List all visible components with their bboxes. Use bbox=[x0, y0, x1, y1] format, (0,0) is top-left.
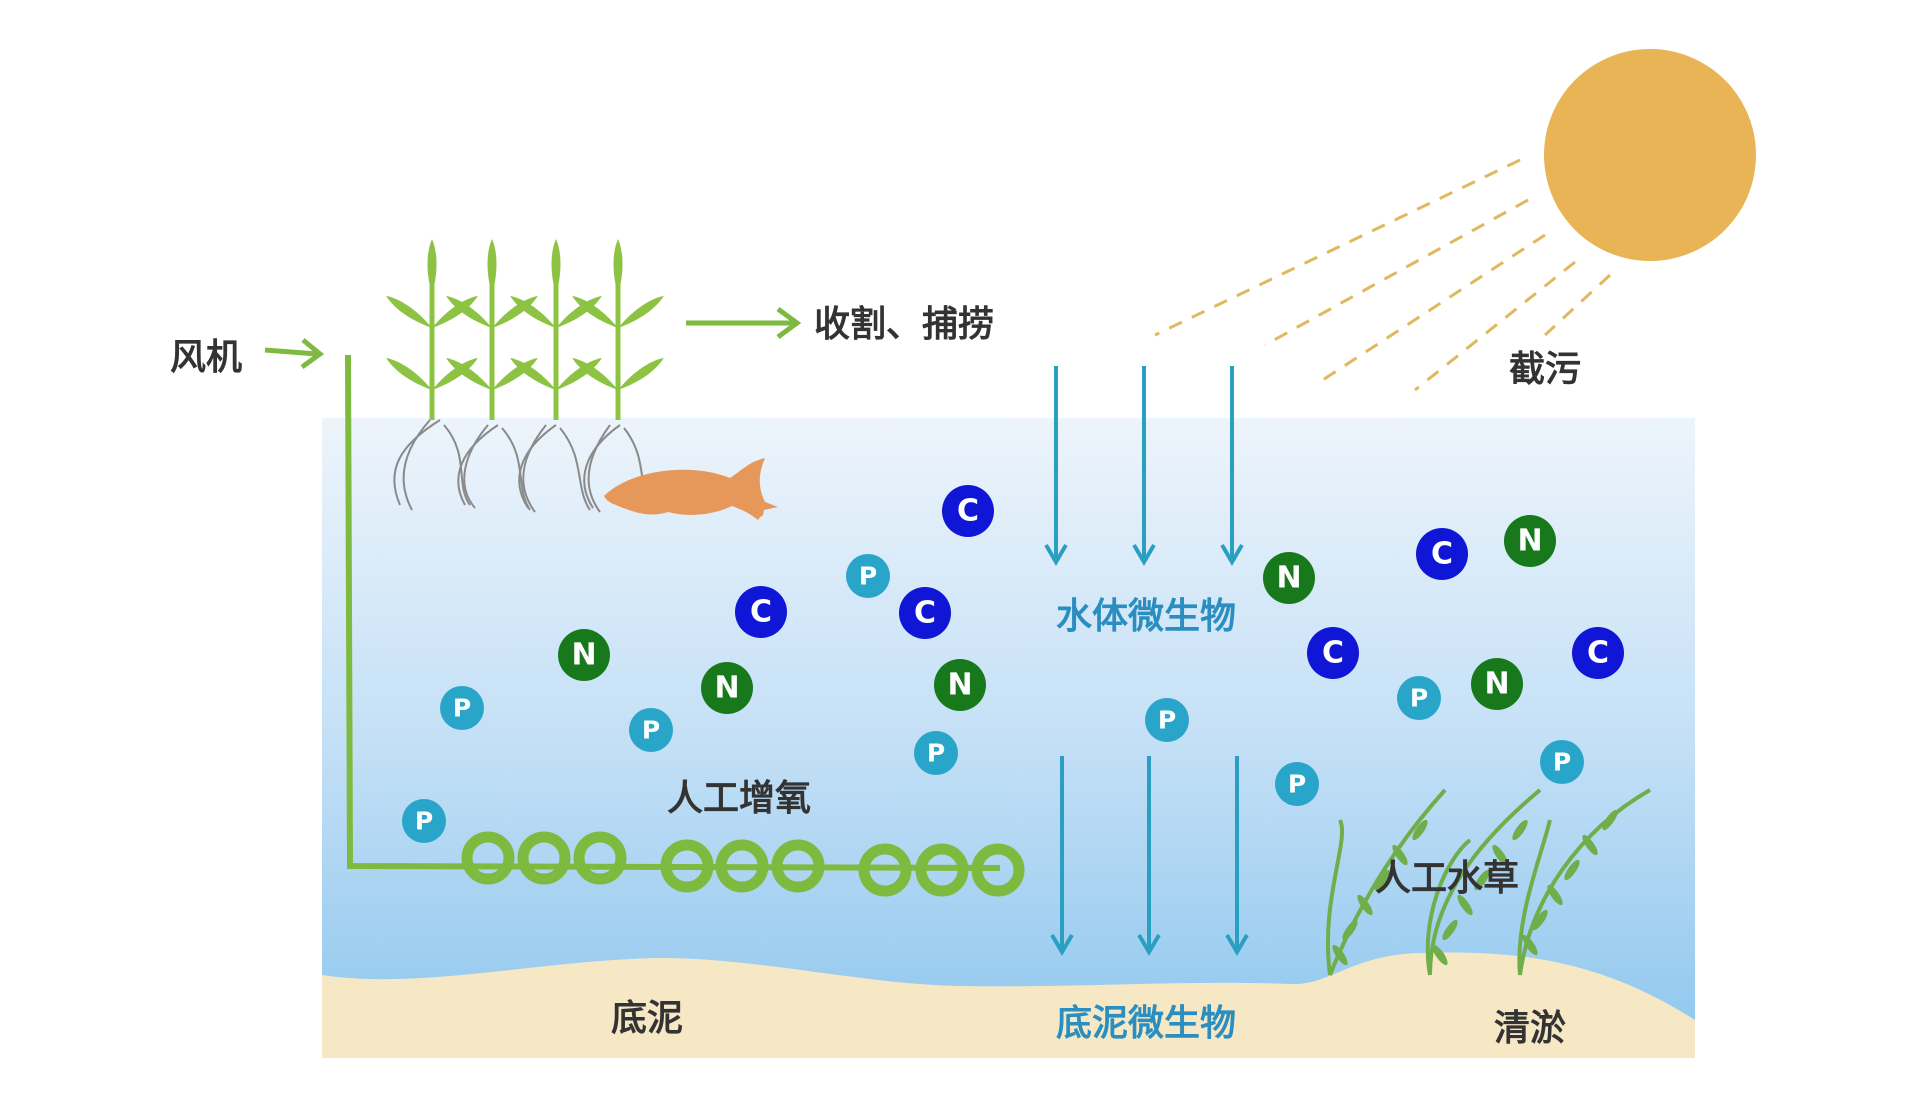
artificial-grass-label: 人工水草 bbox=[1375, 858, 1519, 899]
particle-nitrogen: N bbox=[934, 659, 986, 711]
particle-phosphorus: P bbox=[629, 708, 673, 752]
harvest-arrow bbox=[686, 306, 802, 340]
particle-nitrogen: N bbox=[1504, 515, 1556, 567]
particle-carbon: C bbox=[1416, 528, 1468, 580]
interception-label: 截污 bbox=[1509, 349, 1581, 390]
water-microbes-label: 水体微生物 bbox=[1056, 596, 1236, 637]
svg-text:P: P bbox=[859, 562, 877, 591]
plant-icon bbox=[383, 239, 667, 420]
svg-text:P: P bbox=[453, 694, 471, 723]
particle-phosphorus: P bbox=[1397, 676, 1441, 720]
particle-phosphorus: P bbox=[846, 554, 890, 598]
interception-arrows-bottom bbox=[1050, 756, 1249, 956]
sun-icon bbox=[1544, 49, 1756, 261]
svg-text:P: P bbox=[415, 807, 433, 836]
particle-phosphorus: P bbox=[1275, 762, 1319, 806]
sediment-layer bbox=[322, 952, 1695, 1058]
svg-text:N: N bbox=[947, 668, 972, 703]
svg-text:C: C bbox=[1322, 636, 1344, 671]
sediment-microbes-label: 底泥微生物 bbox=[1056, 1003, 1236, 1044]
aeration-diffuser-icon bbox=[461, 831, 1025, 897]
svg-text:N: N bbox=[714, 671, 739, 706]
air-pipe bbox=[345, 354, 1001, 871]
svg-text:P: P bbox=[1288, 770, 1306, 799]
particle-phosphorus: P bbox=[914, 731, 958, 775]
svg-text:C: C bbox=[750, 595, 772, 630]
svg-text:N: N bbox=[571, 638, 596, 673]
sun-rays bbox=[1154, 158, 1612, 392]
svg-text:N: N bbox=[1484, 667, 1509, 702]
svg-text:C: C bbox=[957, 494, 979, 529]
svg-text:C: C bbox=[1587, 636, 1609, 671]
nutrient-particles: C P C C N N N P bbox=[402, 485, 1624, 843]
seaweed-leaves bbox=[1332, 807, 1621, 968]
svg-text:N: N bbox=[1517, 524, 1542, 559]
interception-arrows-top bbox=[1044, 366, 1244, 566]
blower-arrow bbox=[264, 338, 325, 370]
particle-carbon: C bbox=[1307, 627, 1359, 679]
seaweed-icon bbox=[1325, 788, 1651, 976]
sediment-label: 底泥 bbox=[611, 998, 683, 1039]
svg-text:P: P bbox=[642, 716, 660, 745]
svg-text:C: C bbox=[1431, 537, 1453, 572]
svg-text:P: P bbox=[1410, 684, 1428, 713]
particle-nitrogen: N bbox=[1471, 658, 1523, 710]
dredging-label: 清淤 bbox=[1494, 1008, 1566, 1049]
svg-text:P: P bbox=[1158, 706, 1176, 735]
blower-label: 风机 bbox=[170, 337, 242, 378]
svg-text:P: P bbox=[927, 739, 945, 768]
particle-carbon: C bbox=[899, 587, 951, 639]
svg-text:C: C bbox=[914, 596, 936, 631]
particle-phosphorus: P bbox=[440, 686, 484, 730]
plant-roots bbox=[393, 419, 651, 513]
particle-nitrogen: N bbox=[1263, 552, 1315, 604]
particle-carbon: C bbox=[942, 485, 994, 537]
particle-phosphorus: P bbox=[402, 799, 446, 843]
particle-carbon: C bbox=[735, 586, 787, 638]
particle-nitrogen: N bbox=[558, 629, 610, 681]
particle-phosphorus: P bbox=[1540, 740, 1584, 784]
water-body bbox=[322, 418, 1695, 1058]
particle-phosphorus: P bbox=[1145, 698, 1189, 742]
svg-text:N: N bbox=[1276, 561, 1301, 596]
particle-carbon: C bbox=[1572, 627, 1624, 679]
svg-text:P: P bbox=[1553, 748, 1571, 777]
fish-icon bbox=[604, 458, 778, 520]
harvest-label: 收割、捕捞 bbox=[814, 304, 994, 345]
aeration-label: 人工增氧 bbox=[667, 778, 811, 819]
particle-nitrogen: N bbox=[701, 662, 753, 714]
